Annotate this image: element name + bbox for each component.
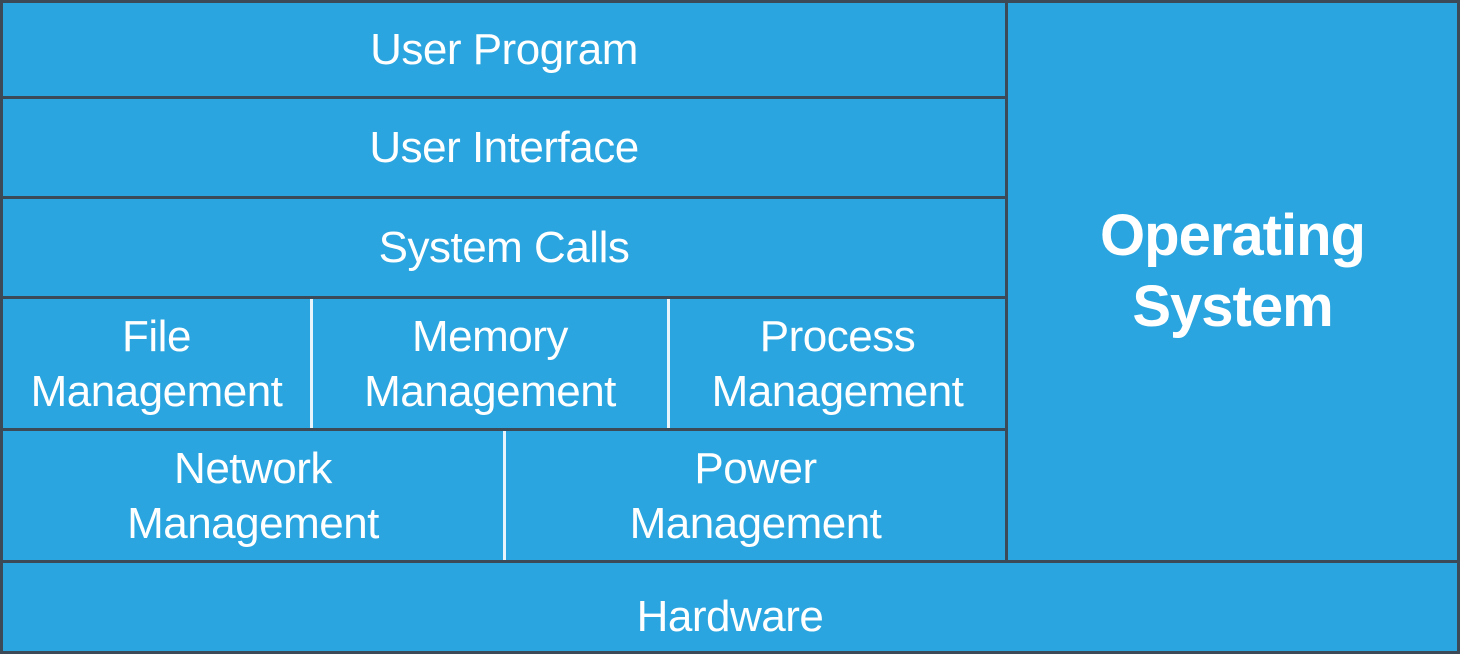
layer-network-management-label: Network Management	[127, 443, 379, 548]
layer-system-calls-label: System Calls	[378, 223, 630, 272]
layer-file-management: File Management	[0, 296, 313, 431]
operating-system-label-box: Operating System	[1005, 0, 1460, 563]
layer-user-interface-label: User Interface	[369, 123, 639, 172]
layer-system-calls: System Calls	[0, 196, 1008, 299]
layer-user-program-label: User Program	[370, 25, 638, 74]
layer-process-management-label: Process Management	[711, 311, 964, 416]
divider-network-power	[503, 431, 506, 560]
layer-user-program: User Program	[0, 0, 1008, 99]
layer-power-management: Power Management	[503, 428, 1008, 563]
layer-hardware-label: Hardware	[636, 591, 824, 641]
layer-memory-management-label: Memory Management	[364, 311, 616, 416]
layer-process-management: Process Management	[667, 296, 1008, 431]
layer-file-management-label: File Management	[30, 311, 283, 416]
layer-memory-management: Memory Management	[310, 296, 670, 431]
operating-system-label: Operating System	[1100, 202, 1366, 339]
layer-power-management-label: Power Management	[629, 443, 882, 548]
divider-memory-process	[667, 299, 670, 428]
divider-file-memory	[310, 299, 313, 428]
layer-user-interface: User Interface	[0, 96, 1008, 199]
layer-hardware: Hardware	[0, 560, 1460, 654]
layer-network-management: Network Management	[0, 428, 506, 563]
